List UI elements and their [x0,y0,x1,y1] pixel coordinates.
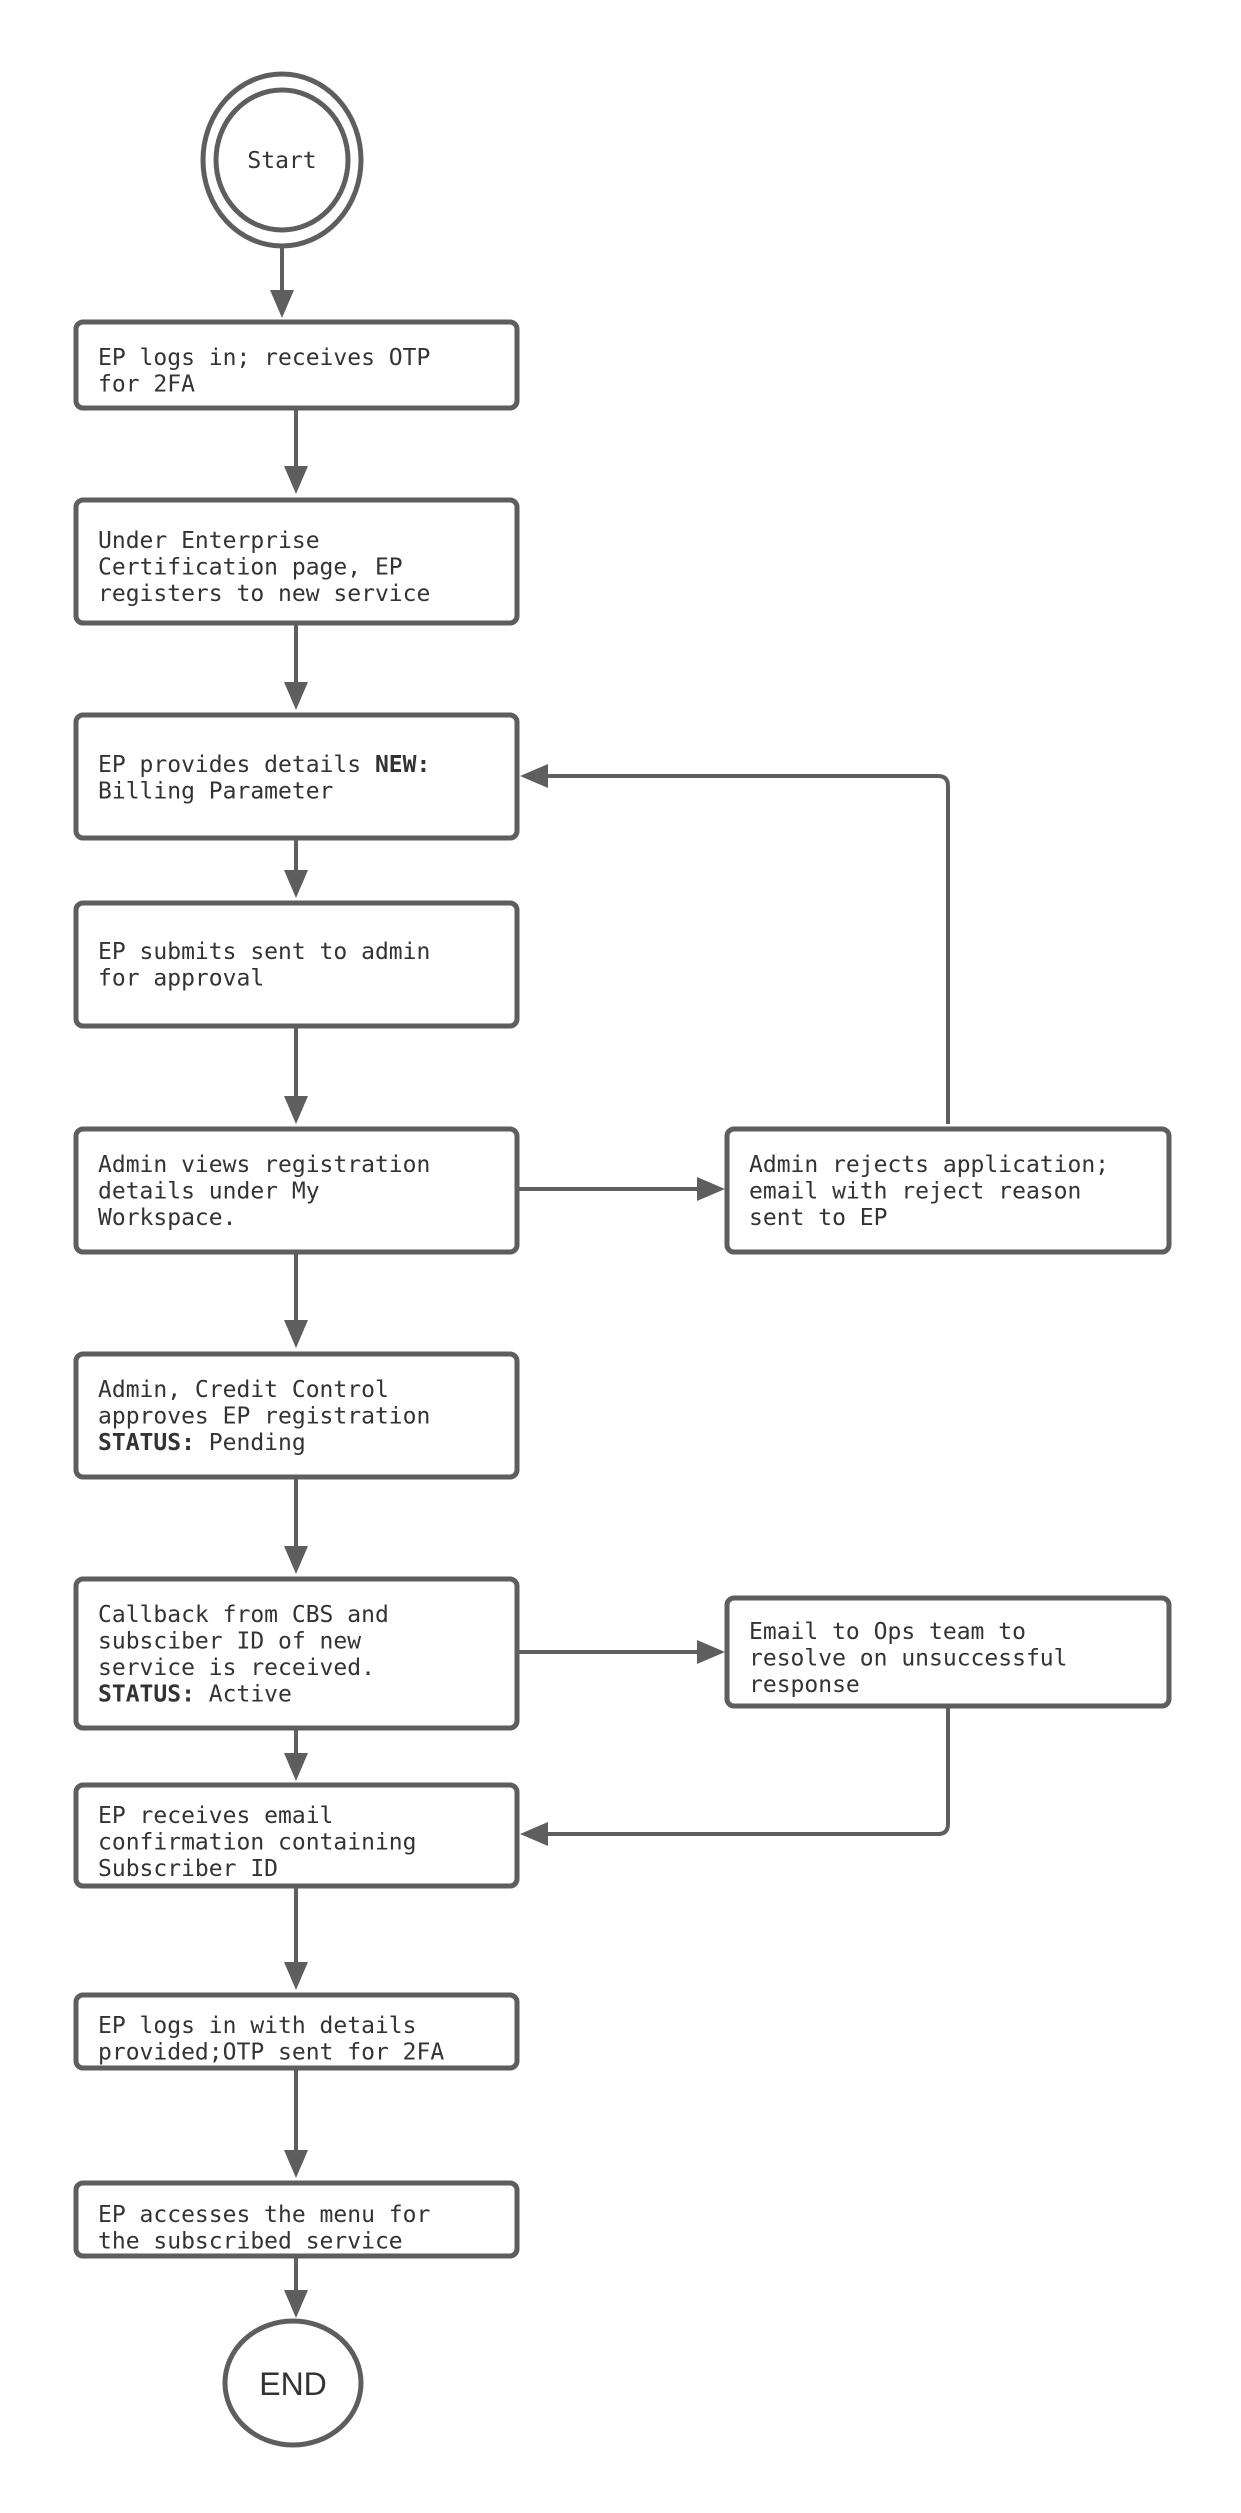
start-inner-ring [213,87,351,233]
arrowhead [270,290,294,318]
step-submit: EP submits sent to admin for approval [73,900,520,1029]
arrowhead [284,870,308,898]
step-box [73,900,520,1029]
step-register: Under Enterprise Certification page, EP … [73,497,520,626]
arrowhead [284,1096,308,1124]
step-text: Email to Ops team to resolve on unsucces… [749,1619,1081,1698]
arrowhead [284,2290,308,2318]
step-admin-rejects: Admin rejects application; email with re… [724,1126,1172,1255]
step-text: Under Enterprise Certification page, EP … [98,528,430,607]
step-email-confirm: EP receives email confirmation containin… [73,1782,520,1889]
arrowhead [284,1753,308,1781]
start-node: Start [200,71,364,249]
step-text: Admin, Credit Control approves EP regist… [98,1377,444,1456]
new-tag: NEW: [375,752,430,778]
arrowhead [697,1640,725,1664]
arrowhead [284,466,308,494]
step-callback: Callback from CBS and subsciber ID of ne… [73,1576,520,1731]
status-label: STATUS: [98,1682,195,1708]
edge-email-ops-to-email-confirm [548,1706,950,1836]
step-email-ops: Email to Ops team to resolve on unsucces… [724,1595,1172,1709]
step-box [724,1595,1172,1709]
status-label: STATUS: [98,1430,195,1456]
arrowhead [284,1546,308,1574]
arrowhead [520,764,548,788]
step-box [724,1126,1172,1255]
step-box [73,319,520,411]
step-text: EP logs in with details provided;OTP sen… [98,2013,444,2066]
step-login-otp: EP logs in; receives OTP for 2FA [73,319,520,411]
arrowhead [284,1962,308,1990]
step-box [73,1576,520,1731]
end-node: END [222,2318,364,2448]
edge-rejects-to-details [548,774,950,1124]
arrowhead [520,1822,548,1846]
arrowhead [284,2150,308,2178]
step-text: Admin views registration details under M… [98,1152,444,1231]
step-box [73,1126,520,1255]
step-admin-views: Admin views registration details under M… [73,1126,520,1255]
step-text: EP accesses the menu for the subscribed … [98,2202,444,2255]
step-text: EP logs in; receives OTP for 2FA [98,345,444,398]
step-box [73,712,520,841]
status-value: Pending [195,1430,306,1456]
arrowhead [284,1320,308,1348]
arrowhead [697,1177,725,1201]
step-approves: Admin, Credit Control approves EP regist… [73,1351,520,1480]
step-provide-details: EP provides details NEW: Billing Paramet… [73,712,520,841]
arrowhead [284,682,308,710]
end-label: END [259,2366,327,2402]
step-text: EP provides details NEW: Billing Paramet… [98,752,444,805]
step-login-details: EP logs in with details provided;OTP sen… [73,1992,520,2071]
start-label: Start [247,148,316,174]
step-text: EP receives email confirmation containin… [98,1803,430,1882]
step-access-menu: EP accesses the menu for the subscribed … [73,2180,520,2259]
step-box [73,497,520,626]
step-text: Admin rejects application; email with re… [749,1152,1123,1231]
step-box [73,2180,520,2259]
step-box [73,1992,520,2071]
step-box [73,1351,520,1480]
status-value: Active [195,1682,292,1708]
step-text: Callback from CBS and subsciber ID of ne… [98,1602,403,1708]
end-circle [222,2318,364,2448]
step-box [73,1782,520,1889]
step-text: EP submits sent to admin for approval [98,939,444,992]
connectors [270,246,950,2318]
